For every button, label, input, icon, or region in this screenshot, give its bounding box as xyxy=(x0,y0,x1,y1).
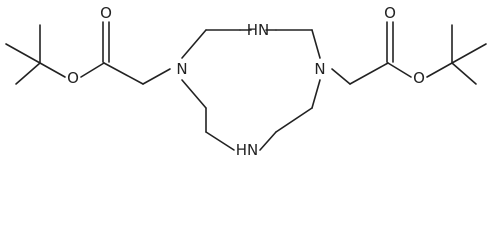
bond-o-ester-quaternary-c xyxy=(39,62,66,78)
bond-c8-nright xyxy=(311,79,321,109)
bond-c4-nright xyxy=(311,29,321,59)
bond-tbu-methyl-left xyxy=(5,43,41,64)
bond-c6-nhbottom xyxy=(205,131,235,151)
ring-bonds xyxy=(181,29,321,151)
bond-tbu-methyl-right xyxy=(451,43,487,64)
atom-n-right: N xyxy=(314,60,325,78)
chemical-structure: N N HN HN O O O O xyxy=(5,4,487,159)
bond-tbu-methyl-down xyxy=(15,62,41,85)
bond-c7-c8 xyxy=(275,107,313,133)
atom-o-ester-right: O xyxy=(413,69,425,87)
atom-nh-bottom: HN xyxy=(236,141,259,159)
bond-carbonyl-c-o-ester-right xyxy=(387,62,412,78)
bond-nleft-c5 xyxy=(181,79,207,109)
atom-nh-top: HN xyxy=(247,21,270,39)
bond-o-ester-quaternary-c-right xyxy=(426,62,453,78)
bond-nleft-c1 xyxy=(181,29,207,59)
bond-ch2-carbonyl-c xyxy=(103,62,144,85)
atom-labels: N N HN HN O O O O xyxy=(67,4,425,159)
atom-o-carbonyl-left: O xyxy=(100,4,112,22)
atom-o-carbonyl-right: O xyxy=(384,4,396,22)
left-substituent xyxy=(5,21,171,85)
bond-nhbottom-c7 xyxy=(259,131,277,151)
bond-tbu-methyl-down-right xyxy=(451,62,477,85)
atom-o-ester-left: O xyxy=(67,69,79,87)
bond-carbonyl-c-o-ester xyxy=(80,62,105,78)
bond-nleft-ch2 xyxy=(142,68,171,85)
right-substituent xyxy=(331,21,487,85)
bond-ch2-carbonyl-c-right xyxy=(349,62,389,85)
bond-nright-ch2 xyxy=(331,68,351,85)
atom-n-left: N xyxy=(176,60,187,78)
